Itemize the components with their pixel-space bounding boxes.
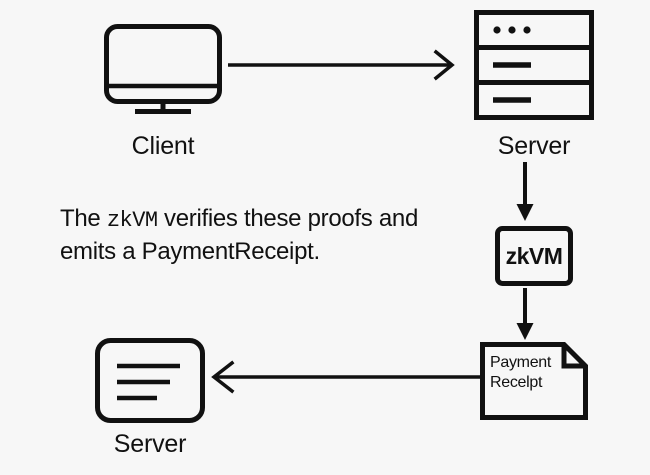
server-rack-icon — [474, 10, 594, 120]
node-zkvm-label: zkVM — [505, 242, 563, 269]
document-lines-icon — [95, 338, 205, 423]
node-receipt-line1: Payment — [490, 354, 552, 371]
caption-part1: The — [60, 205, 107, 232]
node-server-top — [474, 10, 594, 120]
node-zkvm: zkVM — [495, 226, 573, 286]
caption-part2: verifies these proofs and emits a Paymen… — [60, 205, 418, 265]
caption-mono-term: zkVM — [106, 208, 158, 233]
node-receipt-text: Payment Recelpt — [490, 353, 551, 393]
node-client — [104, 24, 222, 114]
arrow-receipt-to-server — [211, 360, 482, 394]
node-server-bottom — [95, 338, 205, 423]
arrow-server-to-zkvm — [516, 162, 534, 221]
arrow-client-to-server — [228, 49, 455, 81]
node-client-label: Client — [131, 132, 195, 160]
desktop-monitor-icon — [104, 24, 222, 114]
node-server-bottom-label: Server — [113, 430, 187, 458]
rounded-box-icon — [495, 226, 573, 286]
node-server-top-label: Server — [497, 132, 571, 160]
caption-text: The zkVM verifies these proofs and emits… — [60, 203, 460, 267]
document-folded-corner-icon — [480, 342, 588, 420]
node-receipt: Payment Recelpt — [480, 342, 588, 420]
arrow-zkvm-to-receipt — [516, 288, 534, 340]
node-receipt-line2: Recelpt — [490, 374, 543, 391]
